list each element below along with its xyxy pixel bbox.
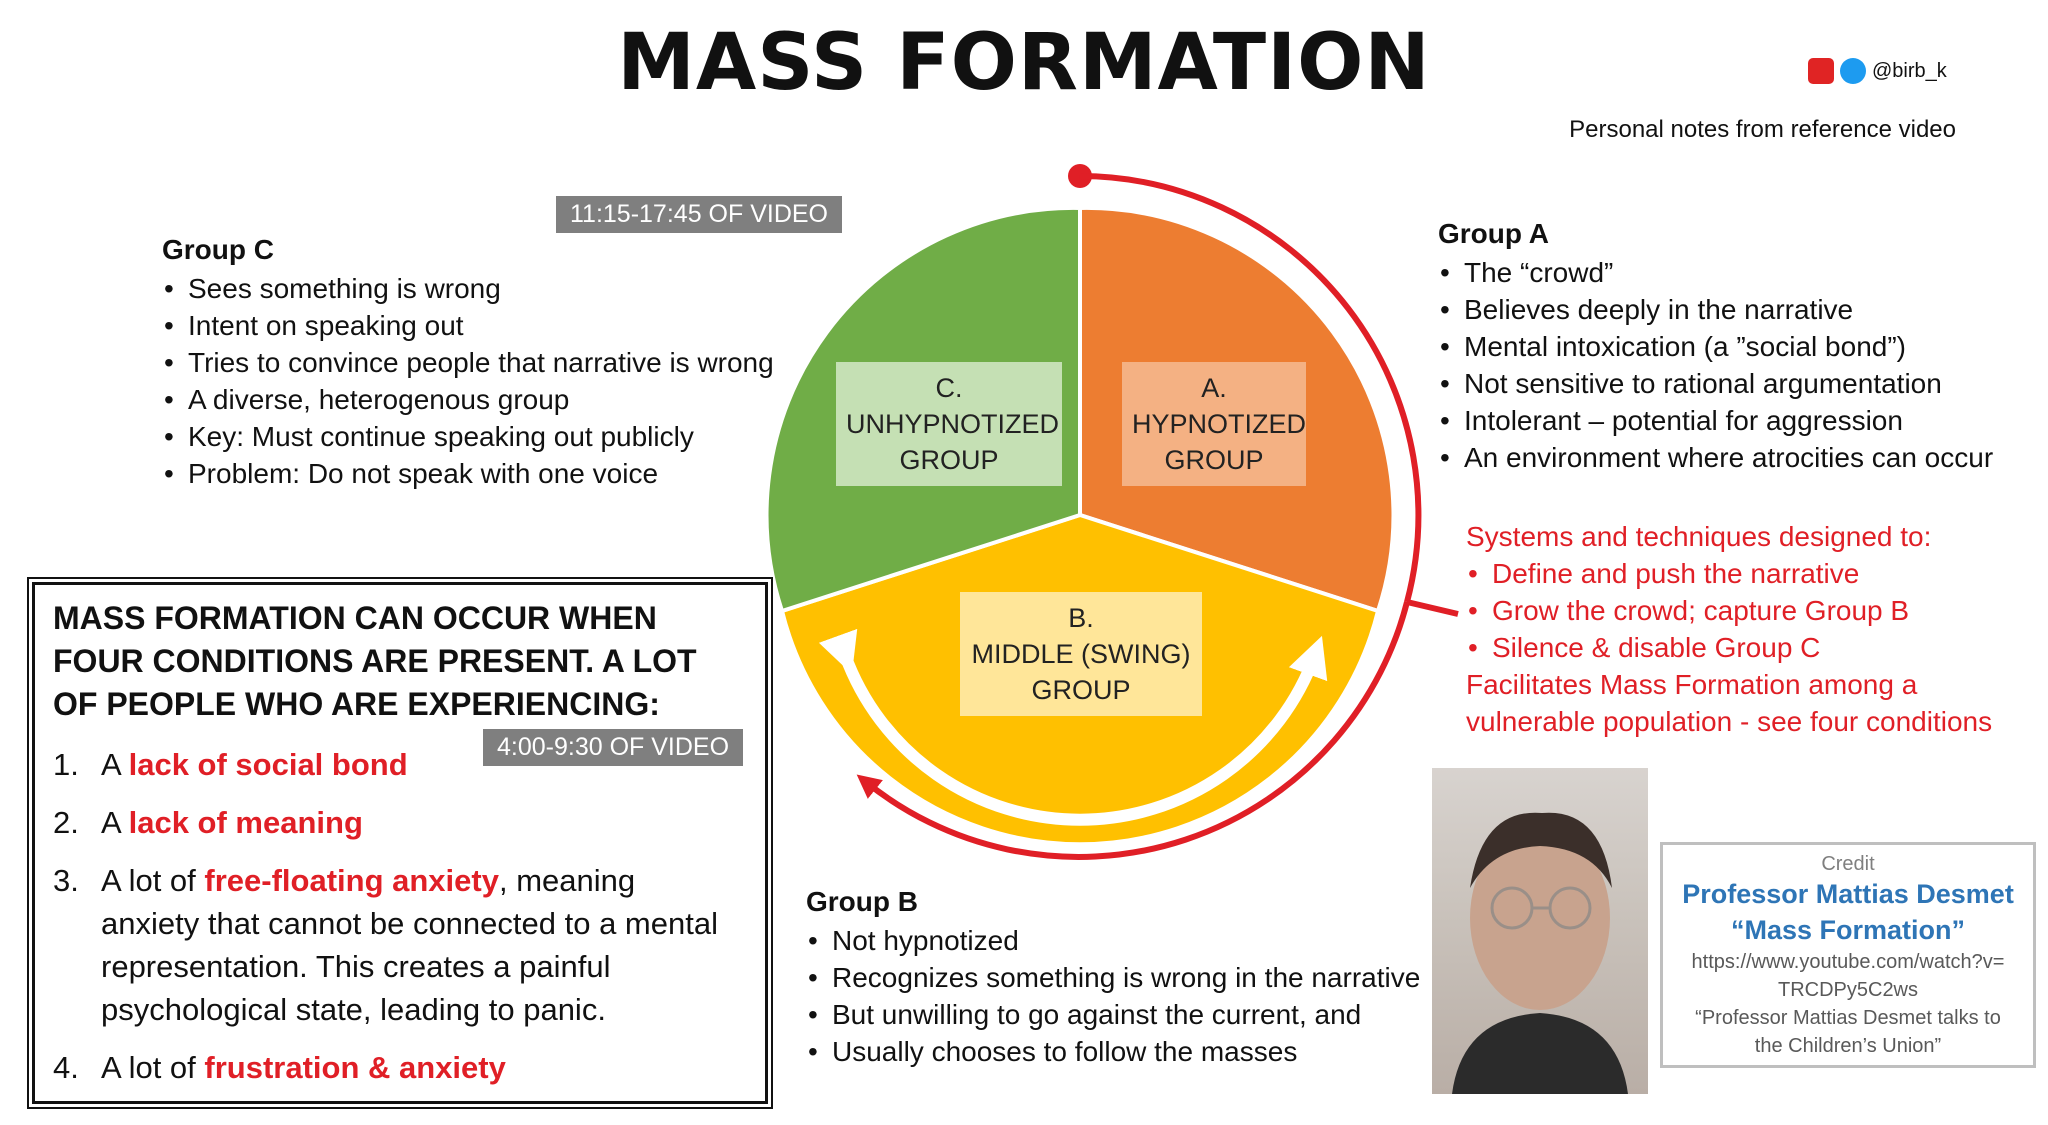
- systems-item: Grow the crowd; capture Group B: [1466, 592, 1992, 629]
- group-a-item: Mental intoxication (a ”social bond”): [1438, 328, 1993, 365]
- group-b-item: But unwilling to go against the current,…: [806, 996, 1420, 1033]
- credit-label: Credit: [1821, 853, 1875, 875]
- page-title: MASS FORMATION: [617, 18, 1431, 108]
- credit-url[interactable]: https://www.youtube.com/watch?v=: [1691, 951, 2005, 973]
- systems-item: Silence & disable Group C: [1466, 629, 1992, 666]
- group-a-item: An environment where atrocities can occu…: [1438, 439, 1993, 476]
- group-c-item: A diverse, heterogenous group: [162, 381, 774, 418]
- credit-description: “Professor Mattias Desmet talks to: [1695, 1007, 2001, 1029]
- group-c-item: Tries to convince people that narrative …: [162, 344, 774, 381]
- credit-work: “Mass Formation”: [1730, 915, 1966, 945]
- group-a-item: Intolerant – potential for aggression: [1438, 402, 1993, 439]
- group-b-block: Group B Not hypnotized Recognizes someth…: [806, 886, 1420, 1070]
- group-a-block: Group A The “crowd” Believes deeply in t…: [1438, 218, 1993, 476]
- group-a-item: Not sensitive to rational argumentation: [1438, 365, 1993, 402]
- label-group-c: C. UNHYPNOTIZED GROUP: [836, 362, 1062, 486]
- label-group-a: A. HYPNOTIZED GROUP: [1122, 362, 1306, 486]
- label-group-b: B. MIDDLE (SWING) GROUP: [960, 592, 1202, 716]
- credit-url[interactable]: TRCDPy5C2ws: [1777, 979, 1919, 1001]
- group-a-item: Believes deeply in the narrative: [1438, 291, 1993, 328]
- speaker-photo: [1432, 768, 1648, 1094]
- credit-box: Credit Professor Mattias Desmet “Mass Fo…: [1660, 842, 2036, 1068]
- red-arc-lower: [856, 601, 1410, 860]
- red-arc: [1079, 173, 1422, 603]
- group-b-title: Group B: [806, 886, 918, 917]
- condition-item: 1. A lack of social bond: [53, 747, 408, 782]
- group-c-item: Sees something is wrong: [162, 270, 774, 307]
- video-timestamp-tag: 4:00-9:30 OF VIDEO: [483, 729, 744, 766]
- group-c-item: Problem: Do not speak with one voice: [162, 455, 774, 492]
- conditions-box: MASS FORMATION CAN OCCUR WHEN FOUR CONDI…: [32, 582, 768, 1104]
- credit-name: Professor Mattias Desmet: [1682, 879, 2014, 909]
- group-a-item: The “crowd”: [1438, 254, 1993, 291]
- group-b-item: Not hypnotized: [806, 922, 1420, 959]
- video-timestamp-tag: 11:15-17:45 OF VIDEO: [556, 196, 842, 233]
- group-b-item: Usually chooses to follow the masses: [806, 1033, 1420, 1070]
- group-c-item: Key: Must continue speaking out publicly: [162, 418, 774, 455]
- group-a-title: Group A: [1438, 218, 1549, 249]
- conditions-heading: MASS FORMATION CAN OCCUR WHEN FOUR CONDI…: [53, 600, 697, 722]
- systems-block: Systems and techniques designed to: Defi…: [1466, 518, 1992, 740]
- gettr-icon: [1808, 58, 1834, 84]
- systems-outro: Facilitates Mass Formation among a: [1466, 669, 1918, 700]
- group-c-block: Group C Sees something is wrong Intent o…: [162, 234, 774, 492]
- speaker-portrait-icon: [1452, 812, 1628, 1094]
- credit-description: the Children’s Union”: [1754, 1035, 1942, 1057]
- condition-item: 3. A lot of free-floating anxiety, meani…: [53, 863, 718, 1027]
- group-c-title: Group C: [162, 234, 274, 265]
- condition-item: 4. A lot of frustration & anxiety: [53, 1050, 506, 1085]
- systems-intro: Systems and techniques designed to:: [1466, 521, 1932, 552]
- handle-text: @birb_k: [1872, 59, 1947, 82]
- systems-item: Define and push the narrative: [1466, 555, 1992, 592]
- social-handle[interactable]: @birb_k: [1808, 58, 1947, 84]
- twitter-icon: [1840, 58, 1866, 84]
- red-connector: [1406, 599, 1459, 617]
- swing-arrow: [818, 628, 1328, 826]
- systems-outro: vulnerable population - see four conditi…: [1466, 706, 1993, 737]
- personal-note: Personal notes from reference video: [1569, 116, 1956, 143]
- group-c-item: Intent on speaking out: [162, 307, 774, 344]
- condition-item: 2. A lack of meaning: [53, 805, 363, 840]
- group-b-item: Recognizes something is wrong in the nar…: [806, 959, 1420, 996]
